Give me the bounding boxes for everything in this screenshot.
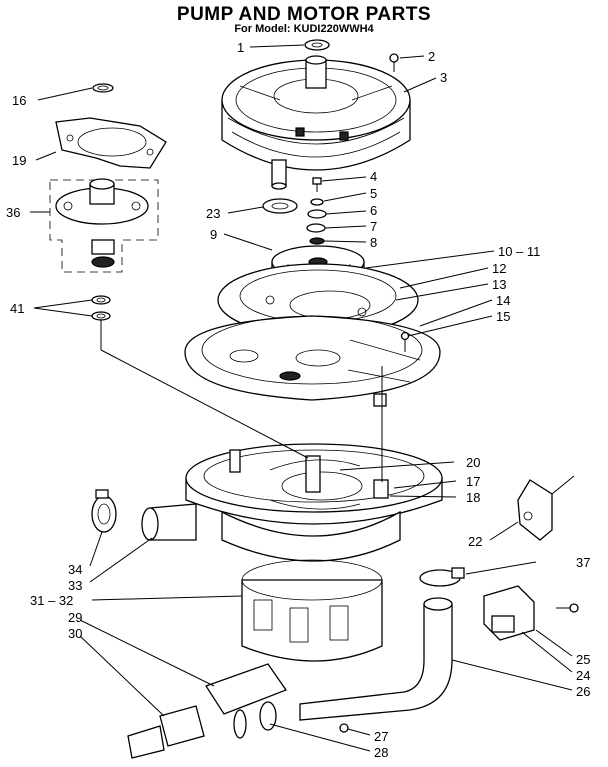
callout-41: 41: [10, 301, 24, 316]
callout-17: 17: [466, 474, 480, 489]
callout-30: 30: [68, 626, 82, 641]
diagram-title: PUMP AND MOTOR PARTS: [176, 4, 432, 25]
callout-7: 7: [370, 219, 377, 234]
callout-19: 19: [12, 153, 26, 168]
callout-20: 20: [466, 455, 480, 470]
motor-assembly: [221, 55, 411, 190]
model-subtitle: For Model: KUDI220WWH4: [234, 23, 374, 35]
callout-8: 8: [370, 235, 377, 250]
part-8-ring: [309, 237, 325, 245]
part-22-bracket: [517, 475, 575, 541]
part-14-housing-cover: [184, 315, 441, 407]
callout-5: 5: [370, 186, 377, 201]
callout-29: 29: [68, 610, 82, 625]
callout-4: 4: [370, 169, 377, 184]
callout-24: 24: [576, 668, 590, 683]
part-4-screw: [312, 177, 322, 192]
callout-3: 3: [440, 70, 447, 85]
callout-16: 16: [12, 93, 26, 108]
callout-25: 25: [576, 652, 590, 667]
part-37-clamp: [419, 567, 465, 587]
leader-lines: [30, 44, 573, 752]
callout-1: 1: [237, 40, 244, 55]
callout-36: 36: [6, 205, 20, 220]
part-41-o-rings: [91, 295, 111, 321]
part-19-gasket: [55, 117, 167, 169]
lower-pump-base: [185, 443, 443, 662]
callout-18: 18: [466, 490, 480, 505]
callout-15: 15: [496, 309, 510, 324]
callout-12: 12: [492, 261, 506, 276]
callout-27: 27: [374, 729, 388, 744]
part-5-washer: [310, 198, 324, 206]
callout-22: 22: [468, 534, 482, 549]
callout-14: 14: [496, 293, 510, 308]
callout-10-11: 10 – 11: [498, 244, 540, 259]
callout-37: 37: [576, 555, 590, 570]
part-7-ring: [306, 223, 326, 233]
callout-23: 23: [206, 206, 220, 221]
part-16-o-ring: [92, 83, 114, 93]
part-1-washer: [304, 39, 330, 51]
callout-9: 9: [210, 227, 217, 242]
part-2-screw: [389, 53, 399, 72]
part-23-seal: [262, 198, 298, 214]
part-33-34-hose-clamp: [91, 489, 197, 541]
callout-2: 2: [428, 49, 435, 64]
part-24-25-valve: [483, 585, 579, 641]
callout-34: 34: [68, 562, 82, 577]
callout-31-32: 31 – 32: [30, 593, 73, 608]
callout-13: 13: [492, 277, 506, 292]
callout-6: 6: [370, 203, 377, 218]
callout-26: 26: [576, 684, 590, 699]
callout-33: 33: [68, 578, 82, 593]
part-36-pump-housing: [49, 178, 159, 273]
part-26-drain-hose: [299, 597, 453, 721]
callout-28: 28: [374, 745, 388, 760]
part-29-30-drain-fitting: [127, 663, 349, 759]
part-6-washer: [307, 209, 327, 219]
